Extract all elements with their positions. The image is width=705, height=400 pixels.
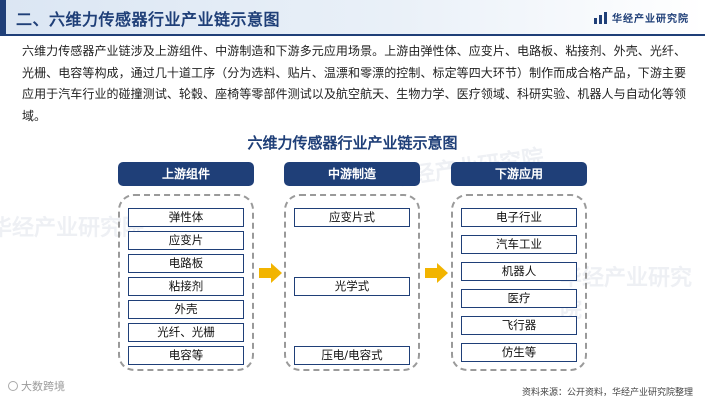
source-note: 资料来源：公开资料，华经产业研究院整理	[521, 388, 693, 398]
circle-logo-icon	[8, 381, 18, 391]
header-accent-bar	[0, 0, 6, 34]
chain-item: 应变片	[128, 231, 244, 250]
section-title: 二、六维力传感器行业产业链示意图	[16, 10, 281, 29]
column-header-downstream: 下游应用	[451, 162, 587, 186]
column-frame-midstream: 应变片式 光学式 压电/电容式	[284, 194, 420, 371]
chain-item: 电子行业	[461, 208, 577, 227]
column-frame-downstream: 电子行业 汽车工业 机器人 医疗 飞行器 仿生等	[451, 194, 587, 371]
chain-item: 机器人	[461, 262, 577, 281]
chain-item: 应变片式	[294, 208, 410, 227]
chain-item: 外壳	[128, 300, 244, 319]
brand-name: 华经产业研究院	[612, 14, 689, 25]
chain-item: 弹性体	[128, 208, 244, 227]
watermark: 华经产业研究院	[0, 216, 145, 241]
diagram-title: 六维力传感器行业产业链示意图	[247, 134, 458, 152]
chain-item: 光学式	[294, 277, 410, 296]
bar-chart-logo-icon	[594, 11, 607, 24]
chain-item: 仿生等	[461, 343, 577, 362]
chain-item: 粘接剂	[128, 277, 244, 296]
intro-paragraph: 六维力传感器产业链涉及上游组件、中游制造和下游多元应用场景。上游由弹性体、应变片…	[22, 44, 686, 123]
chain-item: 电路板	[128, 254, 244, 273]
chain-item: 飞行器	[461, 316, 577, 335]
chain-item: 医疗	[461, 289, 577, 308]
brand: 华经产业研究院	[594, 10, 689, 25]
section-header: 二、六维力传感器行业产业链示意图 华经产业研究院	[0, 0, 705, 36]
watermark-logo: 大数跨境	[8, 378, 65, 394]
watermark-text: 大数跨境	[21, 380, 65, 393]
column-header-midstream: 中游制造	[284, 162, 420, 186]
watermark: 华经产业研究院	[560, 266, 693, 323]
chain-item: 光纤、光栅	[128, 323, 244, 342]
column-header-upstream: 上游组件	[118, 162, 254, 186]
chain-item: 汽车工业	[461, 235, 577, 254]
chain-item: 压电/电容式	[294, 346, 410, 365]
column-frame-upstream: 弹性体 应变片 电路板 粘接剂 外壳 光纤、光栅 电容等	[118, 194, 254, 371]
chain-item: 电容等	[128, 346, 244, 365]
